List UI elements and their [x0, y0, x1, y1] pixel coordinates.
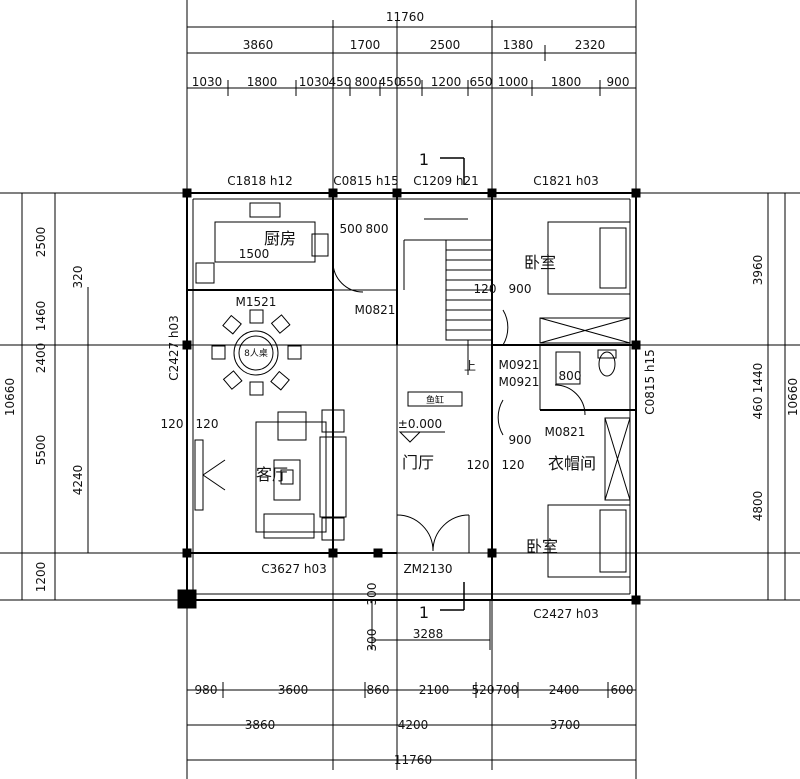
dim-right-outer-3: 460 [751, 397, 765, 420]
dim-left-outer-4: 5500 [34, 435, 48, 466]
door-width-2: 900 [509, 433, 532, 447]
dim-top-detail-11: 1800 [551, 75, 582, 89]
dim-left-outer-2: 1460 [34, 301, 48, 332]
dim-top-mid-4: 1380 [503, 38, 534, 52]
dim-top-detail-8: 1200 [431, 75, 462, 89]
dim-top-mid-1: 3860 [243, 38, 274, 52]
room-living: 客厅 [256, 465, 288, 484]
dim-top-detail-6: 450 [379, 75, 402, 89]
door-closet: M0821 [545, 425, 586, 439]
room-closet: 衣帽间 [548, 454, 596, 473]
dim-bottom-detail-3: 860 [367, 683, 390, 697]
room-bedroom-top: 卧室 [524, 253, 556, 272]
window-living-left: C2427 h03 [167, 315, 181, 381]
window-bath-right: C0815 h15 [643, 349, 657, 415]
window-bedroom-top: C1821 h03 [533, 174, 599, 188]
wall-thickness-3: 120 [196, 417, 219, 431]
dim-top-detail-12: 900 [607, 75, 630, 89]
dim-bottom-detail-4: 2100 [419, 683, 450, 697]
room-foyer: 门厅 [402, 453, 434, 472]
dim-top-detail-5: 800 [355, 75, 378, 89]
dim-top-mid-2: 1700 [350, 38, 381, 52]
dim-top-mid-3: 2500 [430, 38, 461, 52]
dim-bottom-detail-8: 600 [611, 683, 634, 697]
dim-top-total: 11760 [386, 10, 424, 24]
dim-left-outer-5: 1200 [34, 562, 48, 593]
sink-block-depth: 800 [366, 222, 389, 236]
dim-left-outer-1: 2500 [34, 227, 48, 258]
dim-top-mid-5: 2320 [575, 38, 606, 52]
dim-right-outer-1: 3960 [751, 255, 765, 286]
dim-bottom-detail-2: 3600 [278, 683, 309, 697]
dim-left-inner-1: 320 [71, 266, 85, 289]
section-mark-top: 1 [419, 150, 429, 169]
dim-top-detail-7: 650 [399, 75, 422, 89]
dim-left-inner-2: 4240 [71, 465, 85, 496]
dim-top-detail-1: 1030 [192, 75, 223, 89]
dim-right-outer-2: 1440 [751, 363, 765, 394]
dim-top-detail-9: 650 [470, 75, 493, 89]
window-bedroom-bottom: C2427 h03 [533, 607, 599, 621]
dim-bottom-detail-5: 520 [472, 683, 495, 697]
sink-block-width: 500 [340, 222, 363, 236]
door-bath-left: M0821 [355, 303, 396, 317]
fish-tank-label: 鱼缸 [426, 394, 444, 406]
room-kitchen: 厨房 [264, 229, 296, 248]
stair-gap-1: 300 [365, 583, 379, 606]
elevation-mark: ±0.000 [398, 417, 442, 431]
window-kitchen: C1818 h12 [227, 174, 293, 188]
section-mark-bottom: 1 [419, 603, 429, 622]
dim-right-outer-4: 4800 [751, 491, 765, 522]
room-bedroom-bottom: 卧室 [526, 537, 558, 556]
dim-right-total: 10660 [786, 378, 800, 416]
stair-up-label: 上 [464, 359, 476, 373]
dim-top-detail-4: 450 [329, 75, 352, 89]
dim-bottom-total: 11760 [394, 753, 432, 767]
dim-bottom-detail-7: 2400 [549, 683, 580, 697]
wall-thickness-4: 120 [467, 458, 490, 472]
table-label: 8人桌 [244, 347, 268, 359]
dim-top-detail-10: 1000 [498, 75, 529, 89]
dim-bottom-detail-6: 700 [496, 683, 519, 697]
wall-thickness-2: 120 [161, 417, 184, 431]
window-stair-main: C1209 h21 [413, 174, 479, 188]
stair-run-dim: 3288 [413, 627, 444, 641]
door-bath-right: M0921 [499, 375, 540, 389]
window-stair-small: C0815 h15 [333, 174, 399, 188]
dim-bottom-mid-2: 4200 [398, 718, 429, 732]
door-bed-top: M0921 [499, 358, 540, 372]
bath-width: 800 [559, 369, 582, 383]
dim-bottom-detail-1: 980 [195, 683, 218, 697]
door-width-1: 900 [509, 282, 532, 296]
door-entrance: ZM2130 [403, 562, 452, 576]
wall-thickness-5: 120 [502, 458, 525, 472]
dim-left-outer-3: 2400 [34, 343, 48, 374]
stair-gap-2: 300 [365, 629, 379, 652]
dim-left-total: 10660 [3, 378, 17, 416]
window-living-bottom: C3627 h03 [261, 562, 327, 576]
door-kitchen: M1521 [236, 295, 277, 309]
counter-length: 1500 [239, 247, 270, 261]
dim-top-detail-3: 1030 [299, 75, 330, 89]
dim-bottom-mid-1: 3860 [245, 718, 276, 732]
dim-top-detail-2: 1800 [247, 75, 278, 89]
wall-thickness-1: 120 [474, 282, 497, 296]
dim-bottom-mid-3: 3700 [550, 718, 581, 732]
